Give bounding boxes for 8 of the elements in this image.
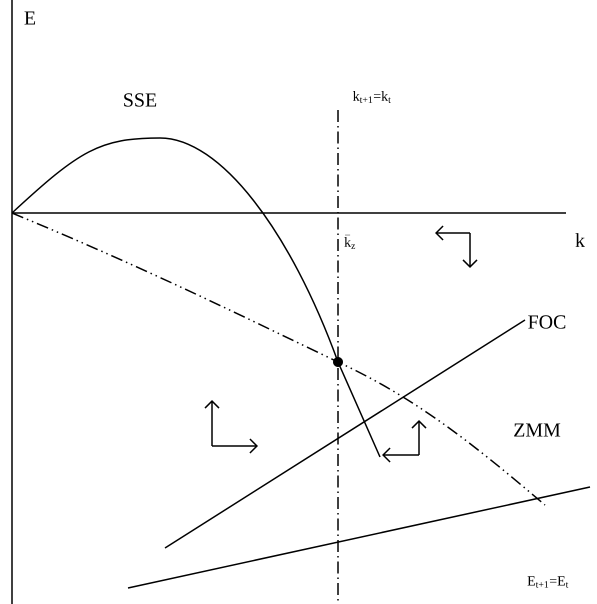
axis-label: E$_{t+1}$=E$_{t}$ [528, 576, 568, 588]
axis-label: $\bar{\mathrm{k}}_{\mathrm{z}}$ [344, 234, 356, 249]
axis-label: SSE [124, 93, 156, 107]
axis-label: ZMM [514, 423, 560, 437]
axis-label: k [575, 233, 585, 247]
axis-label: FOC [528, 315, 566, 329]
axis-label: k$_{t+1}$=k$_{t}$ [352, 91, 391, 103]
axis-label: E [24, 11, 36, 25]
